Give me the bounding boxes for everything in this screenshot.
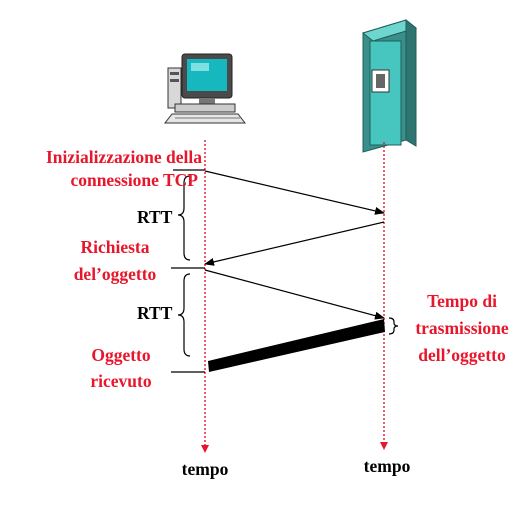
transmission-label-line2: trasmissione xyxy=(415,318,509,338)
object-received-label-line2: ricevuto xyxy=(90,371,152,391)
server-time-axis-label: tempo xyxy=(363,456,411,476)
tcp-init-label-line2: connessione TCP xyxy=(70,170,198,190)
transmission-label-line3: dell’oggetto xyxy=(418,345,506,365)
object-received-label-line1: Oggetto xyxy=(91,345,151,365)
syn-arrow xyxy=(204,170,385,215)
client-time-axis-label: tempo xyxy=(181,459,229,479)
desktop-computer-icon xyxy=(163,53,247,124)
rtt-brace-first xyxy=(177,175,191,261)
rtt-label-second: RTT xyxy=(137,303,173,323)
rtt-label-first: RTT xyxy=(137,207,173,227)
request-label-line1: Richiesta xyxy=(80,237,150,257)
transmission-label-line1: Tempo di xyxy=(427,291,497,311)
request-label-line2: del’oggetto xyxy=(73,264,157,284)
server-timeline xyxy=(380,142,388,450)
tcp-init-label-line1: Inizializzazione della xyxy=(45,147,202,167)
request-arrow xyxy=(204,269,385,320)
server-tower-icon xyxy=(361,18,418,153)
object-transmission-bar xyxy=(208,319,385,372)
rtt-brace-second xyxy=(177,273,191,357)
synack-arrow xyxy=(204,221,385,266)
client-timeline xyxy=(201,140,209,453)
transmission-time-brace xyxy=(388,317,399,335)
